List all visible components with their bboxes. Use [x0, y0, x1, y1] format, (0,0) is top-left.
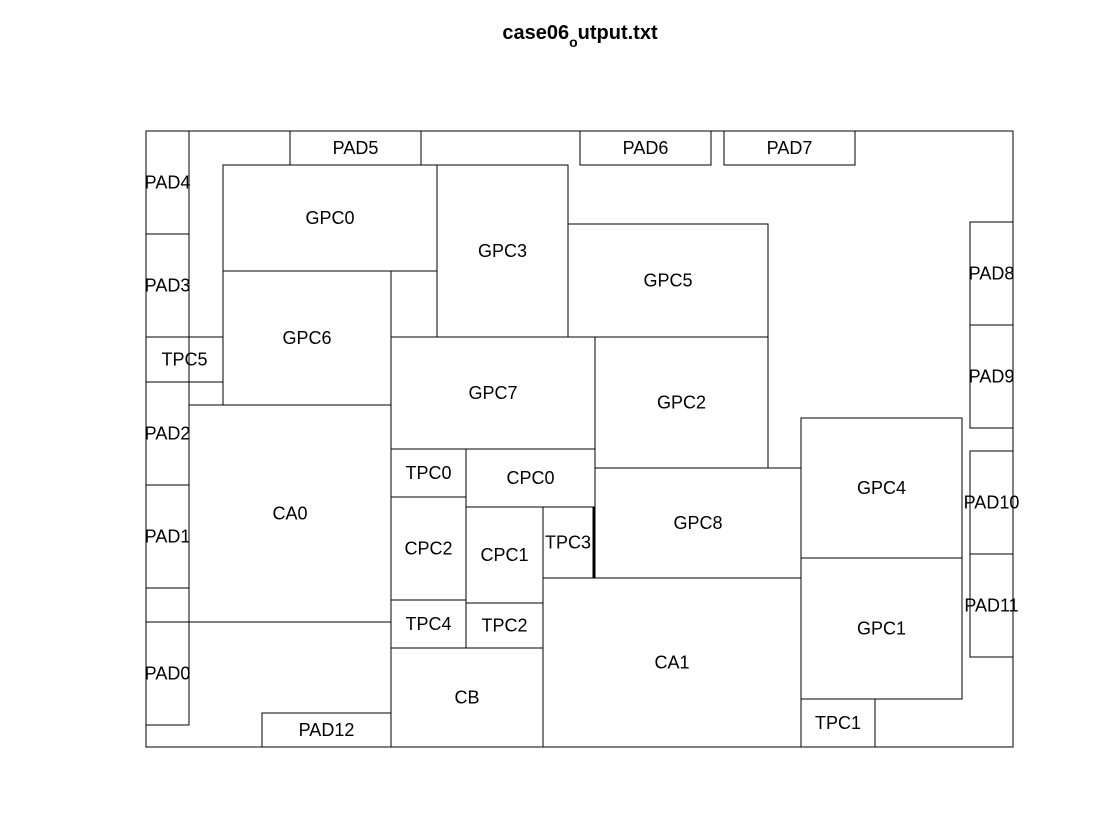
- block-pad9: PAD9: [969, 324, 1015, 429]
- block-label: GPC8: [673, 513, 722, 533]
- block-label: PAD8: [969, 263, 1015, 283]
- block-gpc8: GPC8: [594, 467, 802, 579]
- title-rest: utput.txt: [577, 22, 658, 44]
- block-pad2: PAD2: [145, 381, 191, 486]
- block-gpc7: GPC7: [390, 336, 596, 450]
- block-label: TPC2: [481, 615, 527, 635]
- block-label: CA1: [654, 652, 689, 672]
- block-gpc3: GPC3: [436, 164, 569, 338]
- block-cpc0: CPC0: [465, 448, 596, 508]
- block-label: GPC7: [468, 383, 517, 403]
- block-gpc0: GPC0: [222, 164, 438, 272]
- block-label: PAD12: [299, 720, 355, 740]
- block-label: PAD2: [145, 423, 191, 443]
- block-rect: [145, 621, 190, 726]
- block-label: PAD0: [145, 663, 191, 683]
- block-gpc5: GPC5: [567, 223, 769, 338]
- block-rect: [800, 698, 876, 748]
- block-tpc5: TPC5: [145, 336, 224, 383]
- block-label: TPC5: [161, 349, 207, 369]
- block-pad3: PAD3: [145, 233, 191, 338]
- block-cb: CB: [390, 647, 544, 748]
- block-label: PAD10: [964, 492, 1020, 512]
- chip-outline: [145, 130, 1014, 748]
- title-main: case06: [502, 22, 570, 44]
- block-rect: [969, 324, 1014, 429]
- block-label: PAD11: [964, 595, 1018, 615]
- block-label: GPC4: [857, 478, 906, 498]
- block-label: GPC0: [305, 208, 354, 228]
- block-ca0: CA0: [188, 404, 392, 623]
- block-tpc2: TPC2: [465, 602, 544, 649]
- block-tpc4: TPC4: [390, 599, 467, 649]
- block-label: TPC3: [545, 532, 591, 552]
- block-pad4: PAD4: [145, 130, 191, 235]
- block-label: GPC1: [857, 618, 906, 638]
- block-pad5: PAD5: [289, 130, 422, 166]
- block-pad1: PAD1: [145, 484, 191, 589]
- block-label: CA0: [272, 503, 307, 523]
- block-gpc1: GPC1: [800, 557, 963, 700]
- block-label: TPC1: [815, 713, 861, 733]
- block-tpc0: TPC0: [390, 448, 467, 498]
- block-gpc4: GPC4: [800, 417, 963, 559]
- block-ca1: CA1: [542, 577, 802, 748]
- block-pad8: PAD8: [969, 221, 1015, 326]
- block-rect: [723, 130, 856, 166]
- block-rect: [261, 712, 392, 748]
- block-label: CPC0: [506, 468, 554, 488]
- block-label: PAD5: [333, 138, 379, 158]
- block-pad12: PAD12: [261, 712, 392, 748]
- block-pad6: PAD6: [579, 130, 712, 166]
- block-label: PAD3: [145, 275, 191, 295]
- block-label: GPC2: [657, 392, 706, 412]
- block-pad10: PAD10: [964, 450, 1020, 555]
- block-label: GPC5: [643, 270, 692, 290]
- block-label: PAD7: [767, 138, 813, 158]
- block-tpc3: TPC3: [542, 506, 594, 579]
- block-label: PAD6: [623, 138, 669, 158]
- block-pad0: PAD0: [145, 621, 191, 726]
- block-label: PAD9: [969, 366, 1015, 386]
- block-rect: [800, 557, 963, 700]
- block-rect: [579, 130, 712, 166]
- block-tpc1: TPC1: [800, 698, 876, 748]
- block-cpc1: CPC1: [465, 506, 544, 604]
- block-label: PAD4: [145, 172, 191, 192]
- block-label: GPC6: [282, 328, 331, 348]
- block-label: CPC1: [480, 545, 528, 565]
- block-gpc6: GPC6: [222, 270, 392, 406]
- block-label: CPC2: [404, 538, 452, 558]
- block-label: TPC4: [405, 614, 451, 634]
- block-label: PAD1: [145, 526, 191, 546]
- block-pad11: PAD11: [964, 553, 1019, 658]
- block-pad7: PAD7: [723, 130, 856, 166]
- title-subscript: o: [569, 34, 578, 50]
- block-gpc2: GPC2: [594, 336, 769, 469]
- block-rect: [969, 553, 1014, 658]
- plot-title: case06output.txt: [0, 22, 1120, 50]
- block-label: GPC3: [478, 241, 527, 261]
- block-label: TPC0: [405, 463, 451, 483]
- block-cpc2: CPC2: [390, 496, 467, 601]
- block-label: CB: [454, 687, 479, 707]
